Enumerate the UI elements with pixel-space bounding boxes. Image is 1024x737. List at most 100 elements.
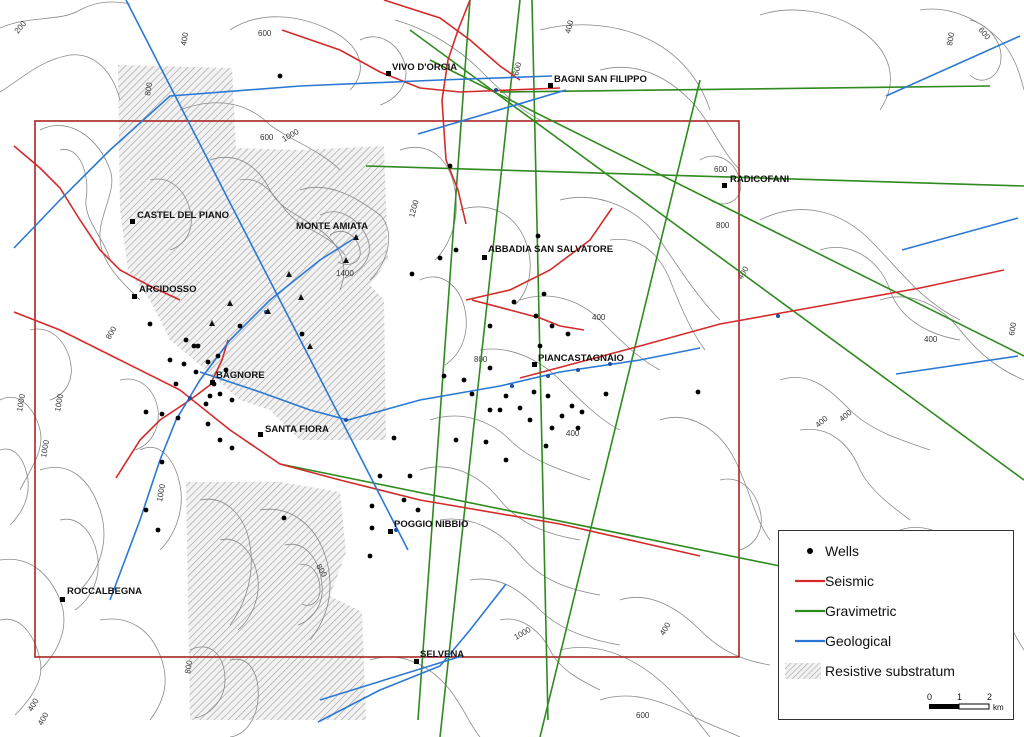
well-point bbox=[695, 389, 701, 395]
contour-label: 400 bbox=[566, 429, 580, 438]
contour-label: 400 bbox=[814, 414, 830, 430]
towns: VIVO D'ORCIA BAGNI SAN FILIPPO RADICOFAN… bbox=[60, 62, 789, 664]
well-point bbox=[229, 397, 235, 403]
well-point bbox=[437, 255, 443, 261]
contour-label: 400 bbox=[26, 696, 41, 713]
legend-label: Seismic bbox=[825, 573, 875, 589]
gravimetric-line bbox=[499, 85, 991, 93]
geological-profiles bbox=[13, 0, 1021, 723]
well-point bbox=[487, 365, 493, 371]
well-point bbox=[277, 73, 283, 79]
well-point bbox=[401, 497, 407, 503]
geological-line-icon bbox=[795, 639, 825, 643]
well-point bbox=[377, 473, 383, 479]
peak-triangle-icon bbox=[353, 234, 359, 240]
seismic-line bbox=[13, 311, 701, 557]
well-point bbox=[367, 553, 373, 559]
resistive-zone-south bbox=[186, 482, 366, 720]
well-point bbox=[469, 391, 475, 397]
well-point bbox=[143, 409, 149, 415]
legend-item-gravimetric: Gravimetric bbox=[779, 599, 1013, 623]
town-label: SANTA FIORA bbox=[265, 424, 329, 435]
well-point bbox=[559, 413, 565, 419]
contour-label: 400 bbox=[592, 313, 606, 322]
legend-item-seismic: Seismic bbox=[779, 569, 1013, 593]
well-point bbox=[229, 445, 235, 451]
contour-label: 1000 bbox=[155, 483, 167, 503]
well-point bbox=[533, 313, 539, 319]
gravimetric-line bbox=[539, 79, 701, 737]
well-dot-icon bbox=[807, 548, 813, 554]
geological-line bbox=[317, 583, 507, 723]
town-marker bbox=[722, 183, 727, 188]
well-point bbox=[281, 515, 287, 521]
town-marker bbox=[532, 362, 537, 367]
well-point bbox=[543, 443, 549, 449]
contour-label: 400 bbox=[563, 19, 575, 35]
gravimetric-line-icon bbox=[795, 609, 825, 613]
well-point bbox=[215, 353, 221, 359]
contour-label: 400 bbox=[36, 710, 51, 727]
well-point bbox=[369, 503, 375, 509]
profile-node bbox=[188, 396, 192, 400]
contour-label: 1400 bbox=[336, 269, 354, 278]
scale-tick-label: 1 bbox=[957, 692, 962, 702]
town-label: BAGNORE bbox=[216, 370, 265, 381]
map-legend: Wells Seismic Gravimetric Geological Res… bbox=[778, 530, 1014, 720]
well-point bbox=[217, 391, 223, 397]
town-label: ROCCALBEGNA bbox=[67, 586, 142, 597]
profile-nodes bbox=[188, 88, 780, 532]
study-area-boundary bbox=[34, 120, 740, 658]
well-point bbox=[497, 407, 503, 413]
town-marker bbox=[482, 255, 487, 260]
well-point bbox=[155, 527, 161, 533]
well-point bbox=[299, 331, 305, 337]
legend-item-wells: Wells bbox=[779, 539, 1013, 563]
peak-triangle-icon bbox=[209, 320, 215, 326]
legend-label: Geological bbox=[825, 633, 892, 649]
contour-label: 800 bbox=[716, 221, 730, 230]
well-point bbox=[183, 337, 189, 343]
profile-node bbox=[494, 88, 498, 92]
contour-label: 800 bbox=[945, 31, 956, 46]
peak-triangle-icon bbox=[343, 257, 349, 263]
seismic-line-icon bbox=[795, 579, 825, 583]
well-point bbox=[447, 163, 453, 169]
contour-label: 800 bbox=[183, 659, 194, 674]
town-label: PIANCASTAGNAIO bbox=[538, 353, 624, 364]
well-point bbox=[159, 411, 165, 417]
town-label: MONTE AMIATA bbox=[296, 221, 368, 232]
well-point bbox=[415, 507, 421, 513]
seismic-line bbox=[465, 207, 613, 301]
town-marker bbox=[386, 71, 391, 76]
well-point bbox=[409, 271, 415, 277]
resistive-zone-north bbox=[118, 65, 388, 440]
contour-label: 400 bbox=[924, 335, 938, 344]
contour-label: 1200 bbox=[407, 198, 420, 218]
well-point bbox=[461, 377, 467, 383]
town-label: RADICOFANI bbox=[730, 174, 789, 185]
well-point bbox=[549, 323, 555, 329]
legend-label: Resistive substratum bbox=[825, 663, 955, 679]
geological-line bbox=[125, 0, 409, 551]
gravimetric-profiles bbox=[279, 0, 1024, 737]
well-point bbox=[503, 393, 509, 399]
contour-label: 800 bbox=[104, 324, 119, 341]
contour-label: 1000 bbox=[39, 439, 51, 459]
well-point bbox=[575, 425, 581, 431]
well-point bbox=[167, 357, 173, 363]
contour-label: 600 bbox=[976, 26, 992, 42]
well-point bbox=[173, 381, 179, 387]
profile-node bbox=[776, 314, 780, 318]
contour-label: 1000 bbox=[15, 393, 27, 413]
contour-label: 400 bbox=[658, 620, 673, 637]
well-point bbox=[175, 415, 181, 421]
gravimetric-line bbox=[409, 29, 1024, 481]
town-marker bbox=[60, 597, 65, 602]
well-point bbox=[549, 425, 555, 431]
gravimetric-line bbox=[531, 0, 549, 721]
scale-unit: km bbox=[993, 703, 1004, 712]
scale-tick-label: 0 bbox=[927, 692, 932, 702]
profile-node bbox=[394, 528, 398, 532]
